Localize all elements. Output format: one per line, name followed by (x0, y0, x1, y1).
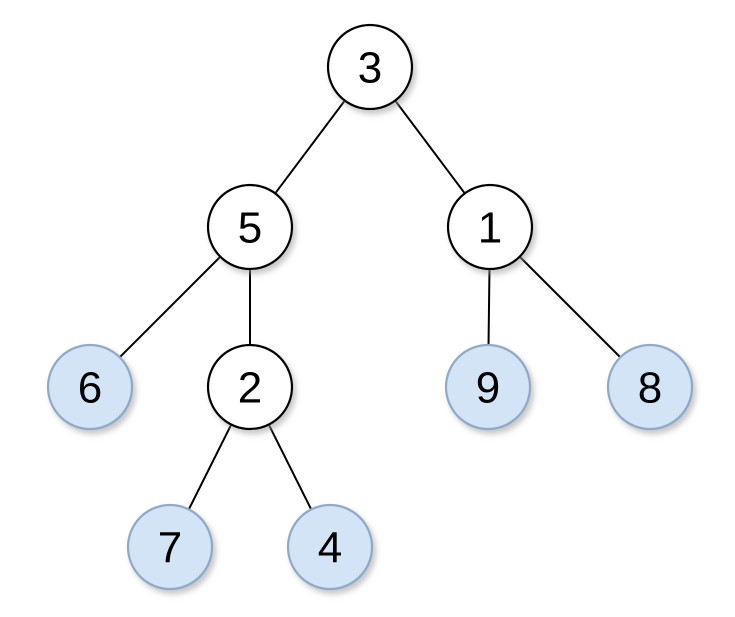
tree-node-1[interactable]: 1 (446, 183, 534, 271)
tree-node-3[interactable]: 3 (326, 23, 414, 111)
tree-edge-3-1 (393, 98, 467, 196)
tree-node-4[interactable]: 4 (286, 503, 374, 591)
node-circle-6[interactable] (46, 343, 134, 431)
node-circle-1[interactable] (446, 183, 534, 271)
node-circle-7[interactable] (126, 503, 214, 591)
node-circle-5[interactable] (206, 183, 294, 271)
node-circle-3[interactable] (326, 23, 414, 111)
tree-edge-2-4 (267, 422, 313, 512)
tree-edge-1-8 (517, 254, 623, 360)
tree-node-8[interactable]: 8 (606, 343, 694, 431)
edges-layer (117, 98, 623, 512)
tree-node-9[interactable]: 9 (444, 343, 532, 431)
tree-edge-3-5 (273, 98, 347, 196)
node-circle-9[interactable] (444, 343, 532, 431)
tree-edge-5-6 (117, 254, 223, 360)
tree-edge-2-7 (187, 422, 233, 512)
node-circle-8[interactable] (606, 343, 694, 431)
tree-node-2[interactable]: 2 (206, 343, 294, 431)
tree-edge-1-9 (487, 266, 491, 348)
tree-node-6[interactable]: 6 (46, 343, 134, 431)
tree-node-5[interactable]: 5 (206, 183, 294, 271)
tree-node-7[interactable]: 7 (126, 503, 214, 591)
node-circle-4[interactable] (286, 503, 374, 591)
node-circle-2[interactable] (206, 343, 294, 431)
